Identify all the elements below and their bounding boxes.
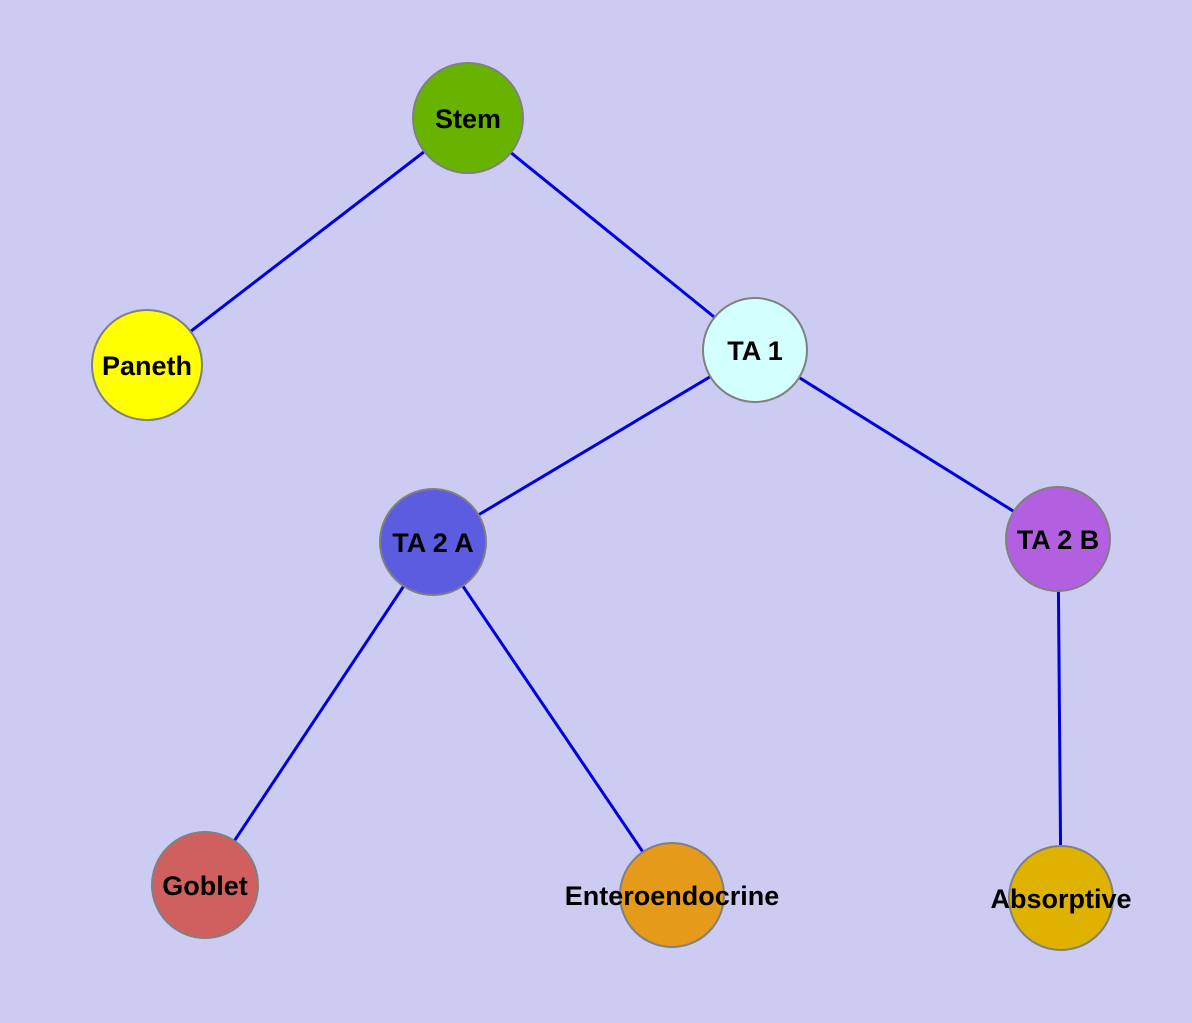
node-enteroendocrine[interactable]: Enteroendocrine [565,842,780,948]
edge-ta-2-a-to-goblet [203,541,435,886]
edge-ta-1-to-ta-2-b [754,348,1059,541]
node-ta-1[interactable]: TA 1 [702,297,808,403]
node-ta-2-b[interactable]: TA 2 B [1005,486,1111,592]
node-stem[interactable]: Stem [412,62,524,174]
node-paneth[interactable]: Paneth [91,309,203,421]
edge-ta-2-a-to-enteroendocrine [431,541,674,896]
node-circle-ta-2-a[interactable] [379,488,487,596]
node-circle-ta-2-b[interactable] [1005,486,1111,592]
edge-stem-to-paneth [146,116,469,367]
edge-ta-1-to-ta-2-a [432,348,756,544]
node-circle-goblet[interactable] [151,831,259,939]
node-circle-stem[interactable] [412,62,524,174]
node-ta-2-a[interactable]: TA 2 A [379,488,487,596]
node-circle-paneth[interactable] [91,309,203,421]
edge-stem-to-ta-1 [467,116,756,352]
edge-ta-2-b-to-absorptive [1056,538,1063,899]
node-goblet[interactable]: Goblet [151,831,259,939]
node-circle-enteroendocrine[interactable] [619,842,725,948]
node-absorptive[interactable]: Absorptive [990,845,1132,951]
node-circle-absorptive[interactable] [1008,845,1114,951]
edge-layer [146,116,1063,899]
node-circle-ta-1[interactable] [702,297,808,403]
